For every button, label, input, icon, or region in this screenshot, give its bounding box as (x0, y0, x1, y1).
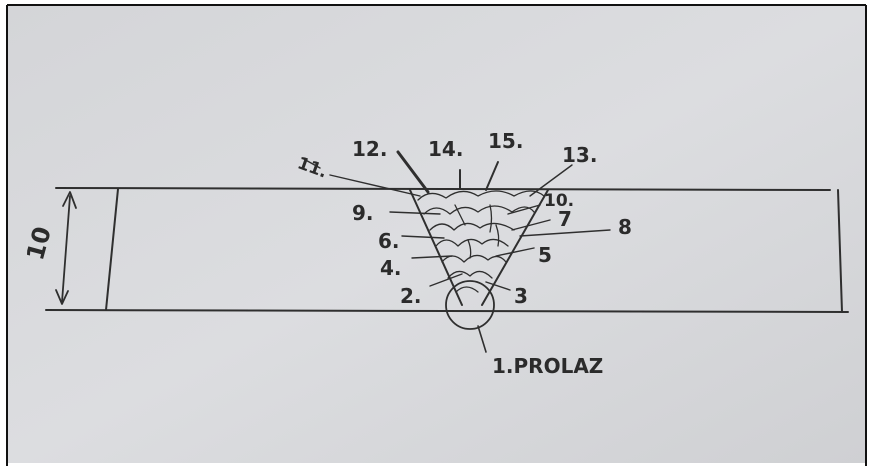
leader-3 (485, 281, 511, 291)
paper-sheet (8, 5, 866, 463)
dimension-line (61, 195, 71, 303)
label-pass-9: 9. (352, 201, 374, 225)
plate-top-edge (55, 187, 831, 191)
label-pass-7: 7 (558, 207, 572, 231)
dimension-arrow-bottom (55, 289, 69, 305)
plate-right-edge (837, 189, 843, 313)
label-pass-10: 10. (544, 191, 574, 211)
groove-right-side (481, 189, 549, 306)
leader-15 (485, 161, 499, 191)
root-leader-line (477, 325, 487, 353)
leader-2 (429, 273, 463, 287)
leader-10 (507, 204, 541, 215)
leader-11 (301, 157, 421, 197)
groove-left-side (409, 189, 463, 306)
leader-9 (389, 211, 441, 215)
label-pass-6: 6. (378, 229, 400, 253)
root-pass-circle (445, 280, 495, 330)
leader-4 (411, 255, 453, 259)
leader-12 (396, 150, 430, 194)
leader-7 (511, 219, 551, 231)
leader-6 (401, 235, 445, 239)
dimension-arrow-top (62, 191, 77, 209)
label-pass-4: 4. (380, 256, 402, 280)
leader-5 (495, 247, 535, 257)
root-label: 1.PROLAZ (492, 354, 603, 378)
label-pass-12: 12. (352, 137, 387, 161)
leader-13 (529, 164, 573, 197)
leader-lines (301, 150, 611, 291)
label-pass-13: 13. (562, 143, 597, 167)
label-pass-8: 8 (618, 215, 632, 239)
label-pass-14: 14. (428, 137, 463, 161)
label-pass-3: 3 (514, 284, 528, 308)
label-pass-15: 15. (488, 129, 523, 153)
plate-left-edge (105, 188, 119, 311)
leader-8 (519, 229, 611, 237)
label-pass-5: 5 (538, 243, 552, 267)
label-pass-2: 2. (400, 284, 422, 308)
